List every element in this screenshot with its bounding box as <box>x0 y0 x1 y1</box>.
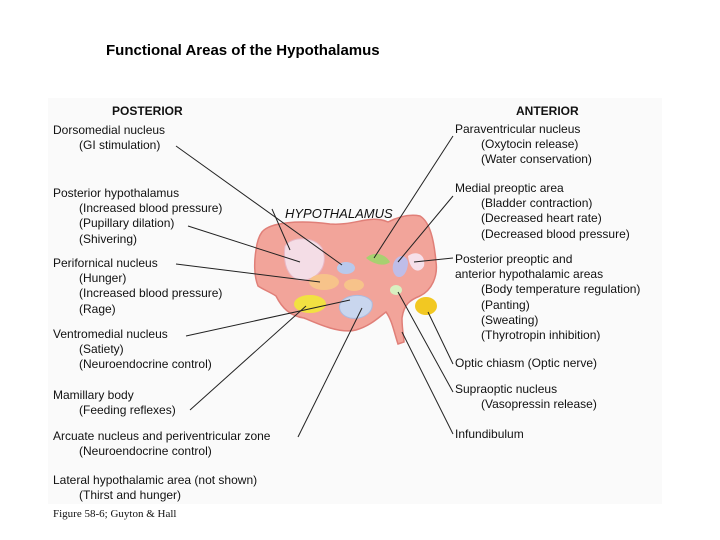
label-infundibulum: Infundibulum <box>455 427 524 441</box>
label-optic-chiasm: Optic chiasm (Optic nerve) <box>455 356 598 370</box>
leader-arcuate <box>297 307 363 438</box>
label-ventromedial-nucleus: Ventromedial nucleus (Satiety) (Neuroend… <box>53 327 212 372</box>
medial-preoptic-area <box>392 256 408 278</box>
leader-infundibulum <box>401 331 454 435</box>
anterior-header: ANTERIOR <box>516 104 579 118</box>
paraventricular-nucleus-area <box>366 253 390 265</box>
label-perifornical-nucleus: Perifornical nucleus (Hunger) (Increased… <box>53 256 223 316</box>
label-posterior-hypothalamus: Posterior hypothalamus (Increased blood … <box>53 186 223 246</box>
ventromedial-nucleus-area <box>339 295 373 319</box>
leader-ventromedial <box>185 299 351 337</box>
mamillary-body <box>294 295 326 313</box>
optic-chiasm <box>415 297 437 315</box>
leader-lines <box>175 135 454 438</box>
supraoptic-nucleus-area <box>390 285 402 295</box>
lateral-area <box>344 279 364 291</box>
perifornical-nucleus-area <box>309 274 339 290</box>
hypothalamus-label: HYPOTHALAMUS <box>285 206 393 221</box>
leader-perifornical <box>175 263 321 283</box>
hypothalamus-body <box>253 214 438 345</box>
page-title: Functional Areas of the Hypothalamus <box>106 42 380 59</box>
label-paraventricular-nucleus: Paraventricular nucleus (Oxytocin releas… <box>455 122 592 167</box>
label-supraoptic-nucleus: Supraoptic nucleus (Vasopressin release) <box>455 382 597 412</box>
leader-optic-chiasm <box>427 311 454 365</box>
posterior-header: POSTERIOR <box>112 104 183 118</box>
label-arcuate-nucleus: Arcuate nucleus and periventricular zone… <box>53 429 271 459</box>
label-dorsomedial-nucleus: Dorsomedial nucleus (GI stimulation) <box>53 123 166 153</box>
label-preoptic-anterior-areas: Posterior preoptic and anterior hypothal… <box>455 252 641 343</box>
leader-supraoptic <box>397 291 454 393</box>
leader-preoptic-anterior <box>413 257 454 263</box>
figure-caption: Figure 58-6; Guyton & Hall <box>53 508 177 520</box>
label-lateral-hypothalamic-area: Lateral hypothalamic area (not shown) (T… <box>53 473 258 503</box>
leader-medial-preoptic <box>397 195 454 263</box>
leader-paraventricular <box>373 135 454 259</box>
leader-mamillary <box>189 305 307 411</box>
label-mamillary-body: Mamillary body (Feeding reflexes) <box>53 388 176 418</box>
leader-dorsomedial <box>175 145 343 266</box>
leader-posterior-hypothalamus <box>271 208 291 251</box>
label-medial-preoptic-area: Medial preoptic area (Bladder contractio… <box>455 181 630 241</box>
leader-posterior-hypothalamus-2 <box>187 225 301 263</box>
posterior-hypothalamus-area <box>283 238 325 281</box>
